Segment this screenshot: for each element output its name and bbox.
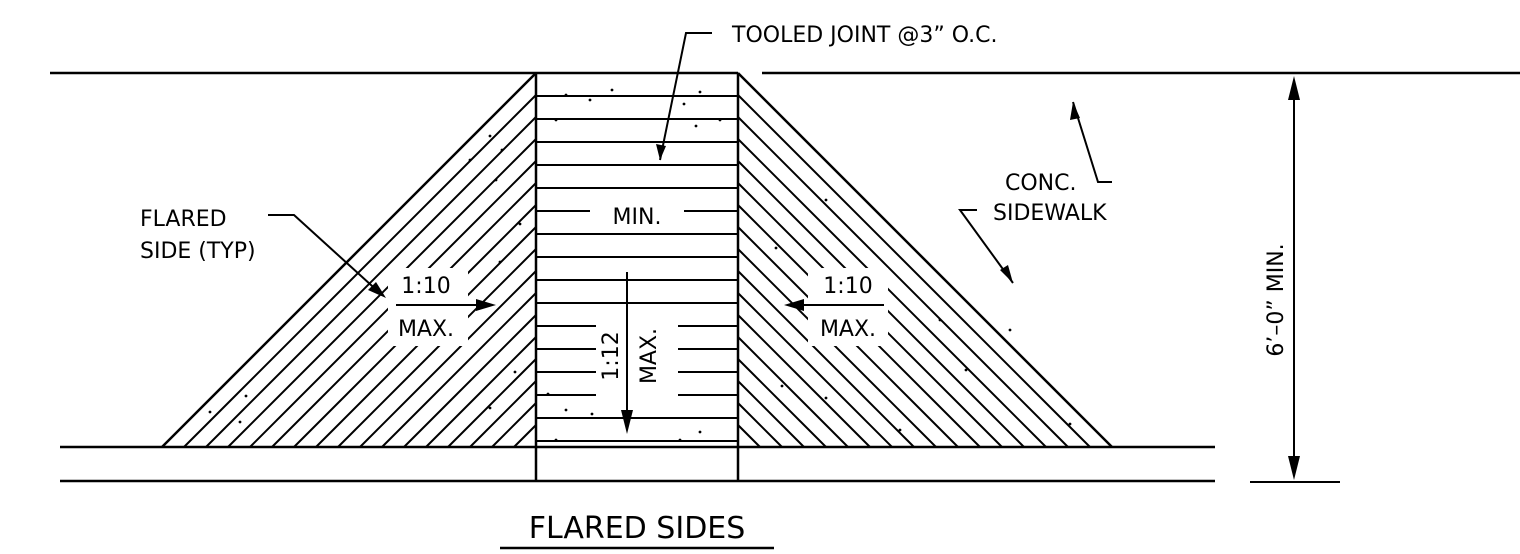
stipple-dot bbox=[588, 98, 592, 102]
stipple-dot bbox=[513, 370, 517, 374]
width-dimension-label: 6’–0” MIN. bbox=[1264, 243, 1289, 356]
left-hatch-line bbox=[205, 116, 537, 448]
ramp-max-label: MAX. bbox=[637, 328, 662, 384]
stipple-dot bbox=[488, 406, 492, 410]
left-hatch-line bbox=[447, 358, 537, 448]
right-flare-outer-edge bbox=[737, 72, 1113, 448]
flared-side-label-line1: FLARED bbox=[140, 207, 227, 232]
stipple-dot bbox=[488, 134, 492, 138]
right-hatch-line bbox=[737, 292, 893, 448]
left-slope-mask bbox=[388, 268, 468, 346]
stipple-dot bbox=[774, 246, 778, 250]
right-flare-max-label: MAX. bbox=[820, 317, 876, 342]
left-hatch-line bbox=[403, 314, 537, 448]
right-hatch-line bbox=[737, 402, 783, 448]
right-flare-slope-label: 1:10 bbox=[823, 274, 872, 299]
right-hatch-line bbox=[737, 270, 915, 448]
stipple-dot bbox=[546, 392, 550, 396]
ramp-slope-arrowhead bbox=[621, 410, 633, 434]
stipple-dot bbox=[494, 178, 498, 182]
stipple-dot bbox=[698, 90, 702, 94]
stipple-dot bbox=[564, 408, 568, 412]
right-hatch-line bbox=[737, 116, 1069, 448]
stipple-dot bbox=[1068, 422, 1072, 426]
left-hatch-line bbox=[337, 248, 537, 448]
right-slope-mask bbox=[808, 268, 888, 346]
stipple-dot bbox=[468, 158, 472, 162]
flared-side-label-line2: SIDE (TYP) bbox=[140, 239, 256, 264]
left-hatch-line bbox=[513, 424, 537, 448]
flared-side-leader-arrowhead bbox=[368, 282, 386, 298]
stipple-dot bbox=[694, 124, 698, 128]
right-hatch-line bbox=[737, 248, 937, 448]
stipple-dot bbox=[698, 430, 702, 434]
stipple-dot bbox=[824, 198, 828, 202]
right-slope-arrowhead bbox=[784, 299, 804, 311]
stipple-dot bbox=[498, 260, 502, 264]
stipple-dot bbox=[964, 368, 968, 372]
left-hatch-line bbox=[381, 292, 537, 448]
left-hatch-line bbox=[359, 270, 537, 448]
left-slope-arrowhead bbox=[476, 299, 496, 311]
flared-side-leader bbox=[268, 214, 383, 296]
right-hatch-line bbox=[737, 314, 871, 448]
ramp-slope-label: 1:12 bbox=[599, 331, 624, 380]
conc-sidewalk-label-line1: CONC. bbox=[1005, 171, 1077, 196]
left-flare-outer-edge bbox=[161, 72, 537, 448]
stipple-dot bbox=[208, 410, 212, 414]
stipple-dot bbox=[500, 148, 504, 152]
stipple-dot bbox=[718, 118, 722, 122]
right-hatch-line bbox=[737, 336, 849, 448]
right-hatch-line bbox=[737, 94, 1091, 448]
right-hatch-line bbox=[737, 424, 761, 448]
conc-sidewalk-leader-down bbox=[958, 209, 1014, 284]
tooled-joint-leader bbox=[659, 32, 712, 161]
stipple-dot bbox=[244, 394, 248, 398]
left-hatch-line bbox=[491, 402, 537, 448]
stipple-dot bbox=[1008, 328, 1012, 332]
left-hatch-line bbox=[469, 380, 537, 448]
stipple-dot bbox=[678, 438, 682, 442]
right-hatch-line bbox=[737, 358, 827, 448]
stipple-dot bbox=[682, 102, 686, 106]
right-hatch-line bbox=[737, 380, 805, 448]
width-dimension-arrowhead-bottom bbox=[1288, 456, 1300, 480]
ramp-slope-mask bbox=[596, 314, 678, 400]
left-hatch-line bbox=[425, 336, 537, 448]
tooled-joint-leader-arrowhead bbox=[656, 144, 666, 160]
stipple-dot bbox=[610, 88, 614, 92]
tooled-joint-label: TOOLED JOINT @3” O.C. bbox=[731, 23, 998, 48]
ramp-min-label: MIN. bbox=[613, 205, 662, 230]
conc-sidewalk-arrowhead-up bbox=[1070, 102, 1080, 120]
stipple-dot bbox=[564, 93, 568, 97]
min-label-mask bbox=[567, 197, 707, 233]
left-flare-slope-label: 1:10 bbox=[401, 274, 450, 299]
right-flare-hatching bbox=[737, 94, 1091, 448]
concrete-stipple bbox=[208, 88, 1072, 442]
stipple-dot bbox=[554, 438, 558, 442]
conc-sidewalk-label-line2: SIDEWALK bbox=[993, 201, 1107, 226]
right-hatch-line bbox=[737, 138, 1047, 448]
width-dimension-arrowhead-top bbox=[1288, 76, 1300, 100]
stipple-dot bbox=[938, 318, 942, 322]
stipple-dot bbox=[824, 396, 828, 400]
stipple-dot bbox=[554, 118, 558, 122]
stipple-dot bbox=[780, 384, 784, 388]
stipple-dot bbox=[518, 222, 522, 226]
conc-sidewalk-leader-up bbox=[1072, 101, 1112, 183]
stipple-dot bbox=[590, 412, 594, 416]
left-flare-hatching bbox=[183, 94, 537, 448]
stipple-dot bbox=[238, 420, 242, 424]
conc-sidewalk-arrowhead-down bbox=[1000, 265, 1013, 283]
left-flare-max-label: MAX. bbox=[398, 317, 454, 342]
stipple-dot bbox=[898, 428, 902, 432]
drawing-title: FLARED SIDES bbox=[529, 511, 746, 546]
left-hatch-line bbox=[183, 94, 537, 448]
